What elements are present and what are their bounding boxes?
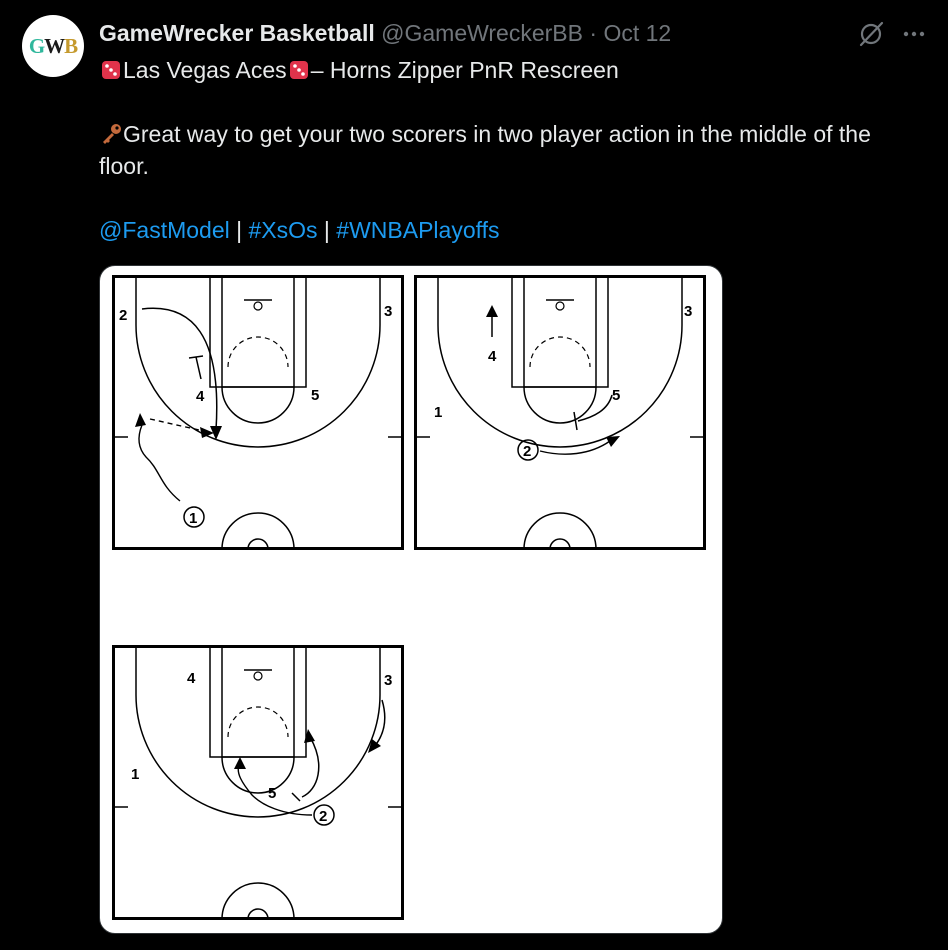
dice-emoji bbox=[289, 61, 308, 79]
avatar-letter-w: W bbox=[44, 33, 65, 58]
player-3-label: 3 bbox=[384, 672, 392, 689]
play-diagram-2: 3 4 5 1 2 bbox=[414, 275, 706, 550]
author-handle[interactable]: @GameWreckerBB bbox=[381, 20, 583, 46]
hashtag-link-xsos[interactable]: #XsOs bbox=[248, 217, 318, 243]
play-diagram-1: 2 3 4 5 1 bbox=[112, 275, 404, 550]
tweet-body: Great way to get your two scorers in two… bbox=[99, 118, 919, 182]
avatar-letter-g: G bbox=[28, 33, 45, 58]
player-1-label: 1 bbox=[189, 510, 197, 527]
avatar[interactable]: GWB bbox=[22, 15, 84, 77]
hashtag-link-wnbaplayoffs[interactable]: #WNBAPlayoffs bbox=[336, 217, 500, 243]
grok-icon[interactable] bbox=[857, 20, 885, 48]
player-2-label: 2 bbox=[119, 307, 127, 324]
avatar-letter-b: B bbox=[64, 33, 78, 58]
more-icon[interactable] bbox=[902, 22, 926, 46]
player-3-label: 3 bbox=[384, 303, 392, 320]
author-name[interactable]: GameWrecker Basketball bbox=[99, 20, 375, 46]
media-image[interactable]: 2 3 4 5 1 3 4 5 1 bbox=[99, 265, 723, 934]
avatar-logo: GWB bbox=[28, 33, 78, 59]
header-separator: · bbox=[589, 20, 598, 46]
link-separator: | bbox=[317, 217, 337, 243]
link-separator: | bbox=[229, 217, 249, 243]
player-1-label: 1 bbox=[434, 404, 442, 421]
player-5-label: 5 bbox=[612, 387, 620, 404]
tweet-text: Las Vegas Aces – Horns Zipper PnR Rescree… bbox=[99, 54, 919, 246]
player-5-label: 5 bbox=[311, 387, 319, 404]
tweet-header: GameWrecker Basketball @GameWreckerBB · … bbox=[99, 20, 671, 47]
player-2-label: 2 bbox=[523, 443, 531, 460]
tweet-title: Las Vegas Aces – Horns Zipper PnR Rescree… bbox=[99, 54, 919, 86]
team-name: Las Vegas Aces bbox=[123, 57, 287, 83]
play-diagram-3: 4 3 1 5 2 bbox=[112, 645, 404, 920]
player-4-label: 4 bbox=[196, 388, 205, 405]
play-name: – Horns Zipper PnR Rescreen bbox=[310, 57, 619, 83]
mention-link[interactable]: @FastModel bbox=[99, 217, 230, 243]
dice-emoji bbox=[102, 61, 120, 79]
player-2-label: 2 bbox=[319, 808, 327, 825]
player-4-label: 4 bbox=[488, 348, 497, 365]
key-emoji bbox=[103, 124, 121, 144]
tweet-links: @FastModel | #XsOs | #WNBAPlayoffs bbox=[99, 214, 919, 246]
tweet-body-text: Great way to get your two scorers in two… bbox=[99, 121, 871, 179]
tweet-date[interactable]: Oct 12 bbox=[603, 20, 672, 46]
player-5-label: 5 bbox=[268, 785, 276, 802]
player-4-label: 4 bbox=[187, 670, 196, 687]
player-3-label: 3 bbox=[684, 303, 692, 320]
player-1-label: 1 bbox=[131, 766, 139, 783]
